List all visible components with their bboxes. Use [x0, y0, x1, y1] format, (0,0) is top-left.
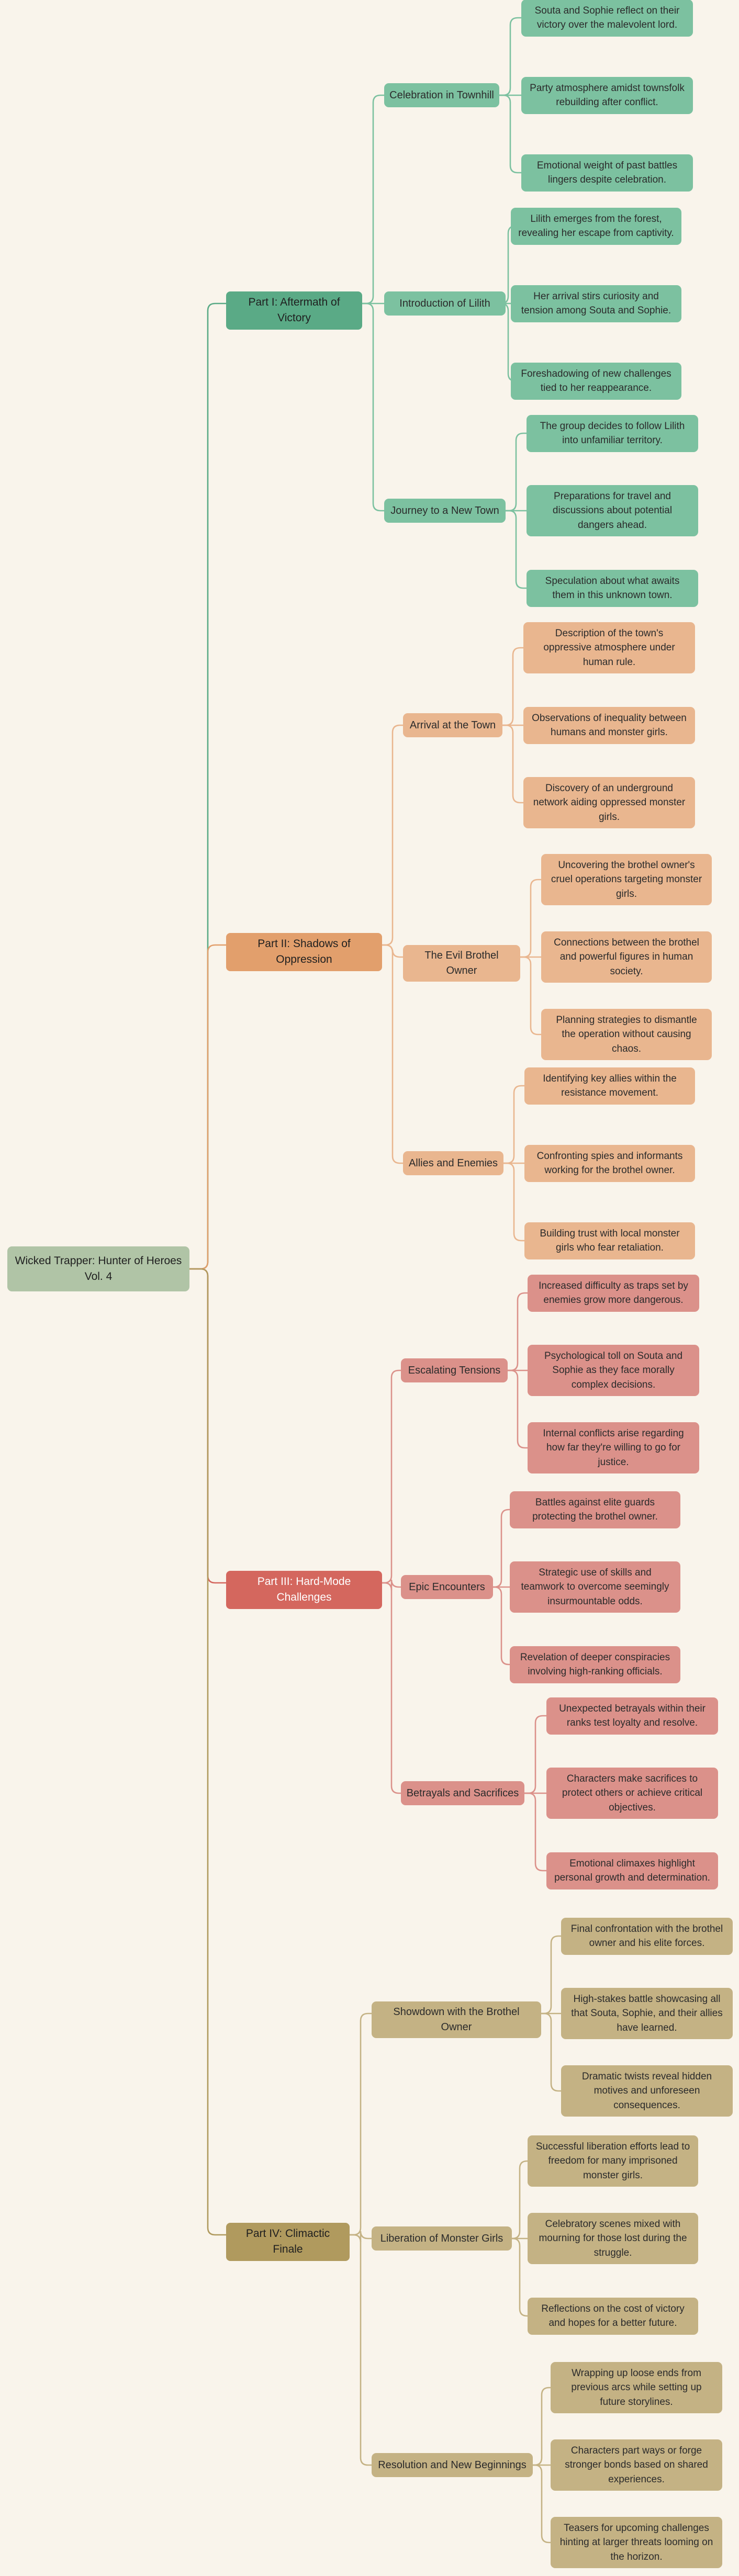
- part-2-chapter-3-leaf-3-node[interactable]: Building trust with local monster girls …: [524, 1222, 695, 1259]
- part-4-connector: [189, 1268, 226, 2236]
- part-3-chapter-3-leaf-3-node[interactable]: Emotional climaxes highlight personal gr…: [546, 1852, 718, 1889]
- part-2-chapter-1-leaf-2-node[interactable]: Observations of inequality between human…: [523, 706, 695, 744]
- part-2-chapter-2-leaf-2-node[interactable]: Connections between the brothel and powe…: [541, 931, 712, 983]
- part-2-chapter-3-leaf-1-node[interactable]: Identifying key allies within the resist…: [524, 1067, 695, 1105]
- part-4-chapter-3-leaf-3-node[interactable]: Teasers for upcoming challenges hinting …: [551, 2516, 722, 2569]
- part-1-node[interactable]: Part I: Aftermath of Victory: [226, 291, 362, 330]
- part-1-chapter-2-node[interactable]: Introduction of Lilith: [384, 291, 506, 316]
- part-2-chapter-2-leaf-1-node[interactable]: Uncovering the brothel owner's cruel ope…: [541, 853, 712, 906]
- part-2-chapter-3-connector: [382, 944, 403, 1164]
- part-3-chapter-1-leaf-3-connector: [508, 1369, 528, 1449]
- part-1-chapter-2-leaf-1-node[interactable]: Lilith emerges from the forest, revealin…: [511, 207, 681, 245]
- part-3-chapter-2-node[interactable]: Epic Encounters: [401, 1575, 493, 1599]
- part-3-chapter-2-leaf-1-node[interactable]: Battles against elite guards protecting …: [510, 1491, 680, 1528]
- part-4-chapter-1-node[interactable]: Showdown with the Brothel Owner: [372, 2001, 541, 2038]
- part-4-chapter-1-leaf-3-node[interactable]: Dramatic twists reveal hidden motives an…: [561, 2065, 733, 2117]
- part-1-chapter-1-connector: [362, 94, 384, 305]
- part-4-chapter-1-leaf-2-node[interactable]: High-stakes battle showcasing all that S…: [561, 1987, 733, 2040]
- part-1-chapter-1-node[interactable]: Celebration in Townhill: [384, 83, 499, 107]
- part-1-chapter-2-leaf-3-node[interactable]: Foreshadowing of new challenges tied to …: [511, 362, 681, 400]
- part-3-chapter-1-leaf-3-node[interactable]: Internal conflicts arise regarding how f…: [528, 1422, 699, 1474]
- part-2-chapter-3-leaf-2-node[interactable]: Confronting spies and informants working…: [524, 1144, 695, 1182]
- part-1-chapter-1-leaf-1-connector: [499, 17, 521, 96]
- part-3-chapter-1-leaf-2-node[interactable]: Psychological toll on Souta and Sophie a…: [528, 1344, 699, 1397]
- part-1-chapter-1-leaf-2-node[interactable]: Party atmosphere amidst townsfolk rebuil…: [521, 76, 693, 114]
- part-2-node[interactable]: Part II: Shadows of Oppression: [226, 933, 382, 971]
- part-4-chapter-1-connector: [350, 2012, 372, 2236]
- part-1-chapter-3-leaf-1-node[interactable]: The group decides to follow Lilith into …: [527, 414, 698, 452]
- part-3-chapter-2-leaf-1-connector: [493, 1509, 510, 1588]
- part-2-chapter-1-leaf-3-connector: [502, 724, 523, 804]
- part-4-chapter-2-leaf-2-node[interactable]: Celebratory scenes mixed with mourning f…: [528, 2212, 698, 2265]
- part-1-chapter-1-leaf-3-connector: [499, 94, 521, 174]
- part-3-chapter-1-leaf-1-node[interactable]: Increased difficulty as traps set by ene…: [528, 1274, 699, 1312]
- part-2-connector: [189, 944, 226, 1270]
- part-4-chapter-3-node[interactable]: Resolution and New Beginnings: [372, 2453, 533, 2477]
- part-4-chapter-3-leaf-1-connector: [533, 2387, 551, 2466]
- part-2-chapter-3-node[interactable]: Allies and Enemies: [403, 1151, 503, 1175]
- part-1-chapter-1-leaf-3-node[interactable]: Emotional weight of past battles lingers…: [521, 154, 693, 192]
- root-node[interactable]: Wicked Trapper: Hunter of Heroes Vol. 4: [7, 1246, 189, 1291]
- part-4-chapter-2-leaf-1-connector: [512, 2160, 528, 2240]
- part-3-chapter-3-node[interactable]: Betrayals and Sacrifices: [401, 1781, 524, 1805]
- part-1-chapter-3-leaf-3-node[interactable]: Speculation about what awaits them in th…: [527, 569, 698, 607]
- part-3-chapter-2-leaf-3-connector: [493, 1586, 510, 1666]
- part-4-chapter-3-connector: [350, 2234, 372, 2466]
- part-2-chapter-3-leaf-3-connector: [503, 1162, 524, 1242]
- part-4-chapter-1-leaf-1-connector: [541, 1935, 561, 2015]
- part-3-chapter-1-node[interactable]: Escalating Tensions: [401, 1358, 508, 1382]
- part-1-chapter-3-leaf-2-node[interactable]: Preparations for travel and discussions …: [527, 485, 698, 537]
- part-1-chapter-3-node[interactable]: Journey to a New Town: [384, 499, 506, 523]
- part-2-chapter-2-leaf-1-connector: [520, 879, 541, 958]
- part-1-chapter-3-connector: [362, 302, 384, 512]
- part-2-chapter-1-node[interactable]: Arrival at the Town: [403, 713, 502, 737]
- part-4-chapter-1-leaf-3-connector: [541, 2012, 561, 2092]
- part-2-chapter-2-leaf-3-connector: [520, 956, 541, 1036]
- part-4-chapter-1-leaf-1-node[interactable]: Final confrontation with the brothel own…: [561, 1917, 733, 1955]
- part-3-chapter-1-connector: [382, 1369, 401, 1584]
- part-4-chapter-2-leaf-1-node[interactable]: Successful liberation efforts lead to fr…: [528, 2135, 698, 2187]
- part-1-chapter-3-leaf-1-connector: [506, 432, 527, 512]
- part-4-chapter-3-leaf-2-node[interactable]: Characters part ways or forge stronger b…: [551, 2439, 722, 2491]
- part-2-chapter-3-leaf-1-connector: [503, 1085, 524, 1164]
- part-2-chapter-1-leaf-1-connector: [502, 647, 523, 726]
- part-1-chapter-3-leaf-3-connector: [506, 510, 527, 589]
- part-4-chapter-3-leaf-1-node[interactable]: Wrapping up loose ends from previous arc…: [551, 2361, 722, 2414]
- part-4-chapter-2-leaf-3-node[interactable]: Reflections on the cost of victory and h…: [528, 2297, 698, 2335]
- part-4-chapter-3-leaf-3-connector: [533, 2464, 551, 2544]
- part-3-chapter-3-connector: [382, 1582, 401, 1794]
- part-3-chapter-3-leaf-1-connector: [524, 1715, 546, 1794]
- part-1-chapter-1-leaf-1-node[interactable]: Souta and Sophie reflect on their victor…: [521, 0, 693, 37]
- part-4-node[interactable]: Part IV: Climactic Finale: [226, 2223, 350, 2261]
- part-2-chapter-1-leaf-1-node[interactable]: Description of the town's oppressive atm…: [523, 622, 695, 674]
- part-4-chapter-2-node[interactable]: Liberation of Monster Girls: [372, 2226, 512, 2251]
- part-3-chapter-3-leaf-2-node[interactable]: Characters make sacrifices to protect ot…: [546, 1767, 718, 1819]
- part-3-chapter-2-leaf-3-node[interactable]: Revelation of deeper conspiracies involv…: [510, 1646, 680, 1683]
- part-3-chapter-3-leaf-1-node[interactable]: Unexpected betrayals within their ranks …: [546, 1697, 718, 1735]
- part-2-chapter-2-node[interactable]: The Evil Brothel Owner: [403, 945, 520, 982]
- part-3-chapter-3-leaf-3-connector: [524, 1792, 546, 1872]
- part-2-chapter-1-leaf-3-node[interactable]: Discovery of an underground network aidi…: [523, 777, 695, 829]
- part-2-chapter-1-connector: [382, 724, 403, 946]
- part-3-node[interactable]: Part III: Hard-Mode Challenges: [226, 1571, 382, 1609]
- part-1-chapter-2-leaf-2-node[interactable]: Her arrival stirs curiosity and tension …: [511, 285, 681, 322]
- part-4-chapter-2-leaf-3-connector: [512, 2237, 528, 2317]
- part-3-chapter-2-leaf-2-node[interactable]: Strategic use of skills and teamwork to …: [510, 1561, 680, 1613]
- part-2-chapter-2-leaf-3-node[interactable]: Planning strategies to dismantle the ope…: [541, 1008, 712, 1061]
- part-3-chapter-1-leaf-1-connector: [508, 1292, 528, 1371]
